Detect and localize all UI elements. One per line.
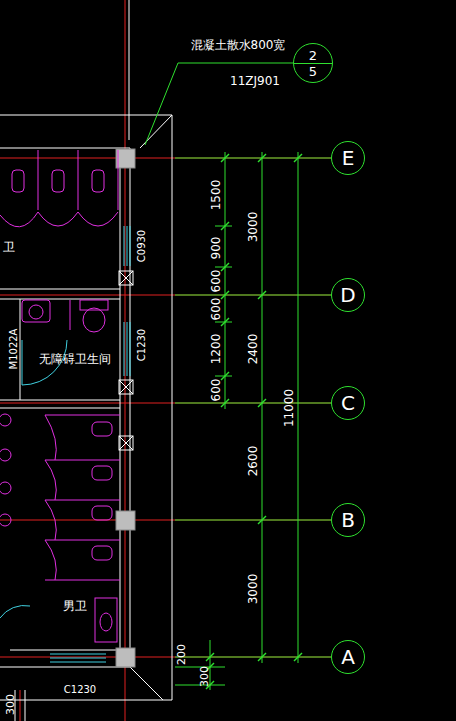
dimension: 3000 [247, 574, 259, 605]
dimension: 600 [210, 379, 222, 402]
axis-bubble: B [331, 503, 365, 537]
dimension: 300 [199, 666, 210, 687]
dimension: 2400 [247, 334, 259, 365]
standard-code: 11ZJ901 [230, 75, 280, 87]
axis-bubble: A [331, 640, 365, 674]
dimension: 11000 [283, 389, 295, 427]
room-name: 男卫 [63, 600, 87, 612]
note-text: 混凝土散水800宽 [191, 39, 286, 51]
axis-bubble: E [331, 141, 365, 175]
window-tag: C1230 [64, 685, 96, 695]
window-tag: C0930 [137, 230, 147, 262]
room-name: 卫 [3, 241, 15, 253]
callout-number: 2 [294, 49, 332, 62]
dimension: 1500 [210, 180, 222, 211]
axis-letter: A [332, 647, 364, 667]
dimension: 1200 [210, 334, 222, 365]
dimension: 3000 [247, 212, 259, 243]
dimension: 300 [5, 694, 16, 715]
dimension: 900 [210, 237, 222, 260]
door-tag: M1022A [9, 329, 19, 370]
window-tag: C1230 [137, 329, 147, 361]
dimension: 600 [210, 270, 222, 293]
axis-bubble: C [331, 386, 365, 420]
axis-letter: D [332, 285, 364, 305]
detail-callout-circle: 25 [293, 43, 333, 83]
dimension: 2600 [247, 446, 259, 477]
dimension: 200 [176, 644, 187, 665]
dimension: 600 [210, 298, 222, 321]
axis-bubble: D [331, 278, 365, 312]
axis-letter: B [332, 510, 364, 530]
callout-number: 5 [294, 65, 332, 78]
room-name: 无障碍卫生间 [39, 353, 111, 365]
axis-letter: C [332, 393, 364, 413]
axis-letter: E [332, 148, 364, 168]
